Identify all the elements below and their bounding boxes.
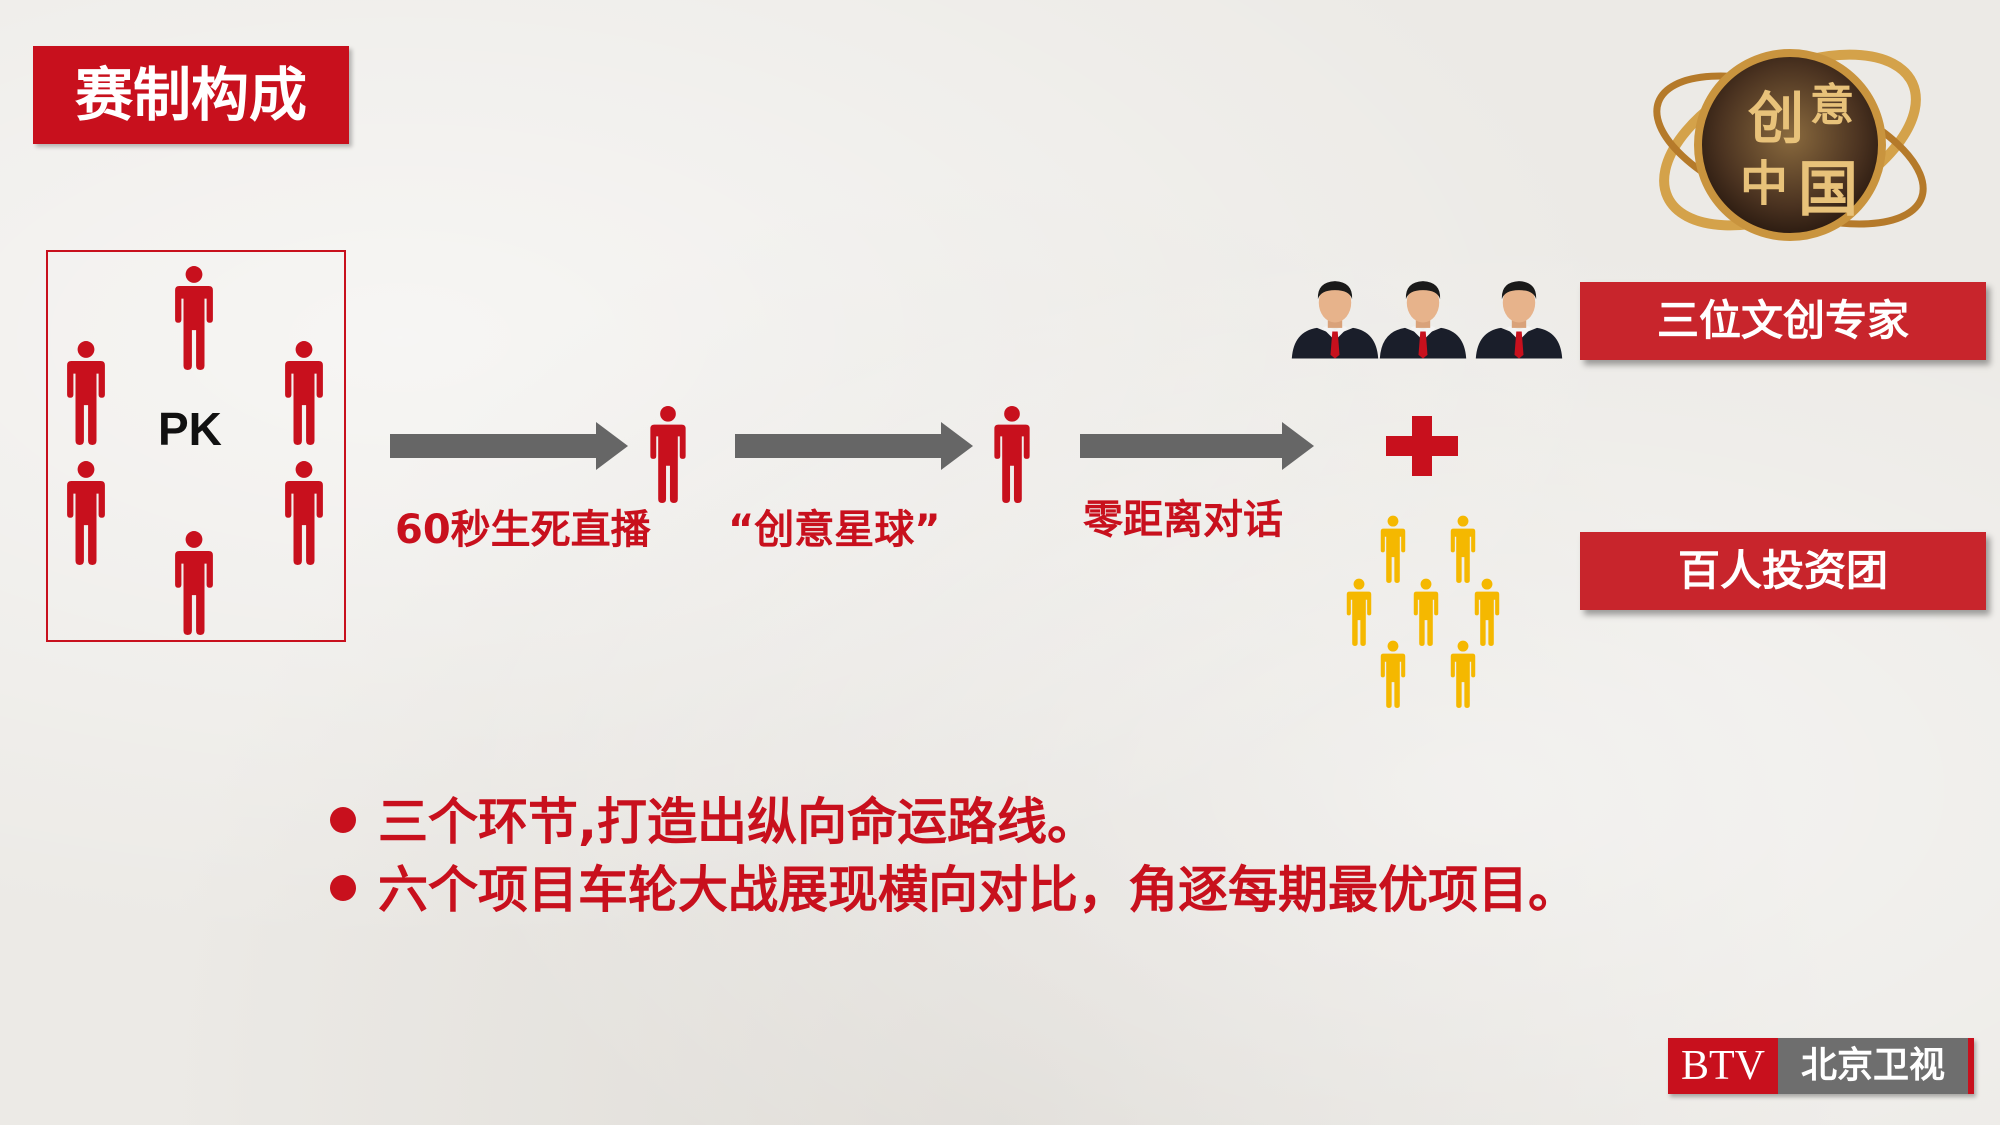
svg-text:创: 创 — [1748, 86, 1804, 152]
bullet-dot-icon — [330, 874, 356, 901]
arrow-right-icon — [735, 422, 973, 470]
businessman-icon — [1474, 276, 1564, 360]
person-icon — [1411, 578, 1441, 646]
channel-logo: BTV 北京卫视 — [1668, 1038, 1974, 1094]
person-icon — [1378, 515, 1408, 583]
investors-banner: 百人投资团 — [1580, 532, 1986, 610]
btv-mark: BTV — [1668, 1038, 1778, 1094]
svg-text:意: 意 — [1810, 80, 1854, 131]
plus-icon — [1386, 416, 1458, 476]
pk-label: PK — [158, 403, 222, 455]
businessman-icon — [1290, 276, 1380, 360]
step-label-creative-planet: “创意星球” — [728, 507, 941, 553]
person-icon — [62, 340, 110, 445]
person-icon — [170, 530, 218, 635]
person-icon — [1448, 515, 1478, 583]
step-label-live: 60秒生死直播 — [395, 507, 651, 553]
svg-text:中: 中 — [1740, 156, 1788, 212]
businessman-icon — [1378, 276, 1468, 360]
person-icon — [1378, 640, 1408, 708]
bullet-text: 六个项目车轮大战展现横向对比，角逐每期最优项目。 — [378, 861, 1578, 919]
person-icon — [62, 460, 110, 565]
step-label-dialogue: 零距离对话 — [1083, 497, 1283, 543]
person-icon — [1448, 640, 1478, 708]
person-icon — [646, 405, 690, 503]
section-title: 赛制构成 — [33, 46, 349, 144]
person-icon — [280, 460, 328, 565]
arrow-right-icon — [1080, 422, 1314, 470]
bullet-item-2: 六个项目车轮大战展现横向对比，角逐每期最优项目。 — [330, 850, 1578, 922]
bullet-text: 三个环节,打造出纵向命运路线。 — [378, 793, 1097, 851]
person-icon — [990, 405, 1034, 503]
channel-name: 北京卫视 — [1778, 1038, 1974, 1094]
show-logo-icon: 创 意 中 国 — [1653, 49, 1927, 241]
bullet-item-1: 三个环节,打造出纵向命运路线。 — [330, 782, 1097, 854]
svg-text:国: 国 — [1798, 155, 1858, 225]
bullet-dot-icon — [330, 806, 356, 833]
person-icon — [1344, 578, 1374, 646]
arrow-right-icon — [390, 422, 628, 470]
person-icon — [170, 265, 218, 370]
person-icon — [1472, 578, 1502, 646]
experts-banner: 三位文创专家 — [1580, 282, 1986, 360]
person-icon — [280, 340, 328, 445]
pk-group-box — [46, 250, 346, 642]
